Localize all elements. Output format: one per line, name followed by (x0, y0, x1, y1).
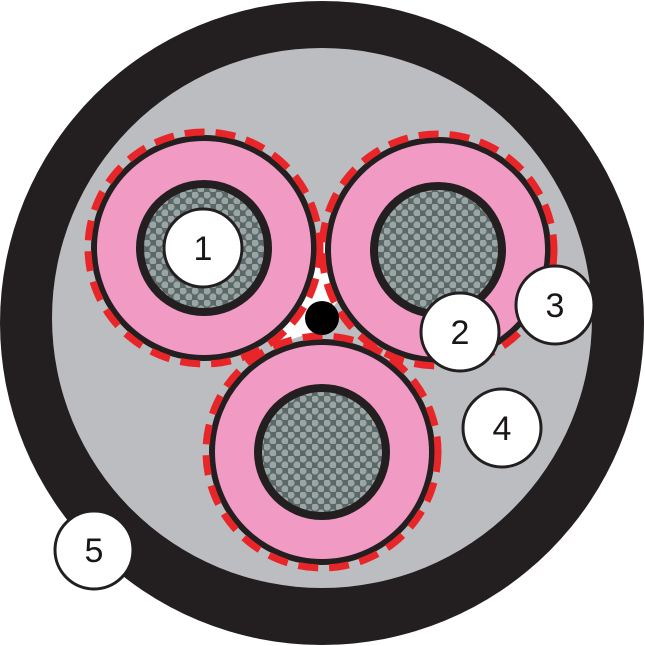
callout-label-2: 2 (419, 291, 501, 373)
callout-label-1: 1 (162, 207, 244, 289)
callout-number: 2 (451, 314, 470, 352)
callout-number: 1 (194, 230, 213, 268)
screen-tape (202, 332, 442, 572)
callout-circle (53, 509, 135, 591)
callout-number: 4 (493, 410, 512, 448)
conductor-core-2 (318, 130, 558, 370)
callout-circle (514, 264, 596, 346)
callout-label-4: 4 (461, 387, 543, 469)
callout-circle (419, 291, 501, 373)
callout-number: 5 (85, 532, 104, 570)
callout-circle (461, 387, 543, 469)
earth-wire (305, 301, 339, 335)
screen-tape (84, 128, 324, 368)
conductor (378, 190, 498, 310)
callout-label-5: 5 (53, 509, 135, 591)
callout-number: 3 (546, 287, 565, 325)
screen-tape (318, 130, 558, 370)
callout-circle (162, 207, 244, 289)
callout-label-3: 3 (514, 264, 596, 346)
conductor (262, 392, 382, 512)
conductor-core-3 (202, 332, 442, 572)
